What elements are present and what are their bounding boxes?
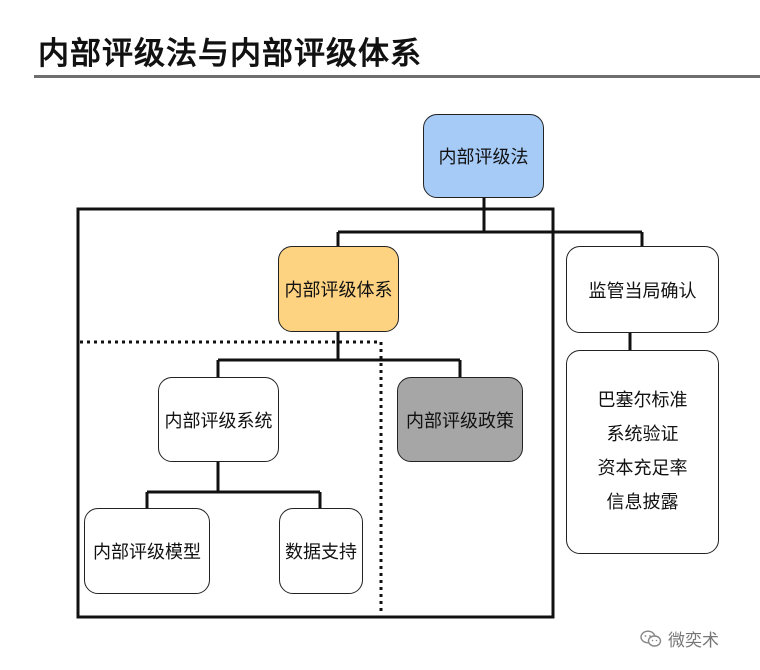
regulator-item: 系统验证 xyxy=(606,424,679,445)
node-rating-policy: 内部评级政策 xyxy=(397,377,523,462)
node-regulator-items: 巴塞尔标准 系统验证 资本充足率 信息披露 xyxy=(566,350,719,554)
node-irb-framework-label: 内部评级体系 xyxy=(284,280,393,301)
regulator-item: 资本充足率 xyxy=(597,458,688,479)
page-title: 内部评级法与内部评级体系 xyxy=(38,36,422,72)
framework-boundary xyxy=(76,207,555,619)
node-irb-framework: 内部评级体系 xyxy=(278,246,399,332)
regulator-item: 巴塞尔标准 xyxy=(597,390,688,411)
node-regulator-approval-label: 监管当局确认 xyxy=(588,280,697,302)
node-rating-policy-label: 内部评级政策 xyxy=(406,410,514,432)
watermark: 微奕术 xyxy=(640,626,719,651)
node-data-support: 数据支持 xyxy=(279,508,363,594)
node-data-support-label: 数据支持 xyxy=(285,542,357,563)
regulator-item: 信息披露 xyxy=(606,492,679,513)
wechat-icon xyxy=(640,629,662,647)
node-rating-system: 内部评级系统 xyxy=(158,377,279,462)
node-regulator-approval: 监管当局确认 xyxy=(566,246,719,333)
node-rating-system-label: 内部评级系统 xyxy=(164,410,273,432)
node-irb-method: 内部评级法 xyxy=(423,114,544,198)
node-rating-model-label: 内部评级模型 xyxy=(93,542,201,563)
title-divider xyxy=(34,75,760,78)
node-irb-method-label: 内部评级法 xyxy=(438,147,529,168)
rating-system-boundary xyxy=(80,340,383,612)
node-rating-model: 内部评级模型 xyxy=(84,508,210,594)
watermark-text: 微奕术 xyxy=(668,631,719,651)
